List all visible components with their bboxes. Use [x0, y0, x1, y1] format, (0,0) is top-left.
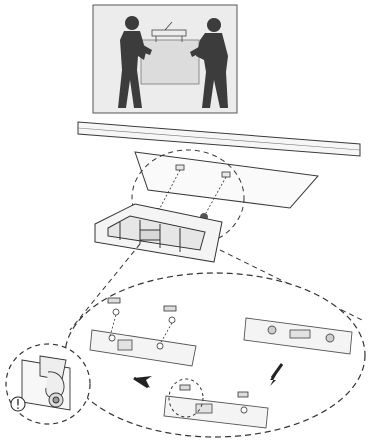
detail-callout: ! [6, 244, 365, 437]
lift-panel [93, 5, 237, 113]
tv-back [135, 152, 318, 208]
tv-screen [141, 40, 199, 84]
hook-detail-inset: ! [6, 344, 90, 424]
bracket-attach-panel [78, 122, 360, 262]
wall-bracket-assembly [95, 204, 222, 262]
caution-symbol: ! [15, 398, 20, 413]
